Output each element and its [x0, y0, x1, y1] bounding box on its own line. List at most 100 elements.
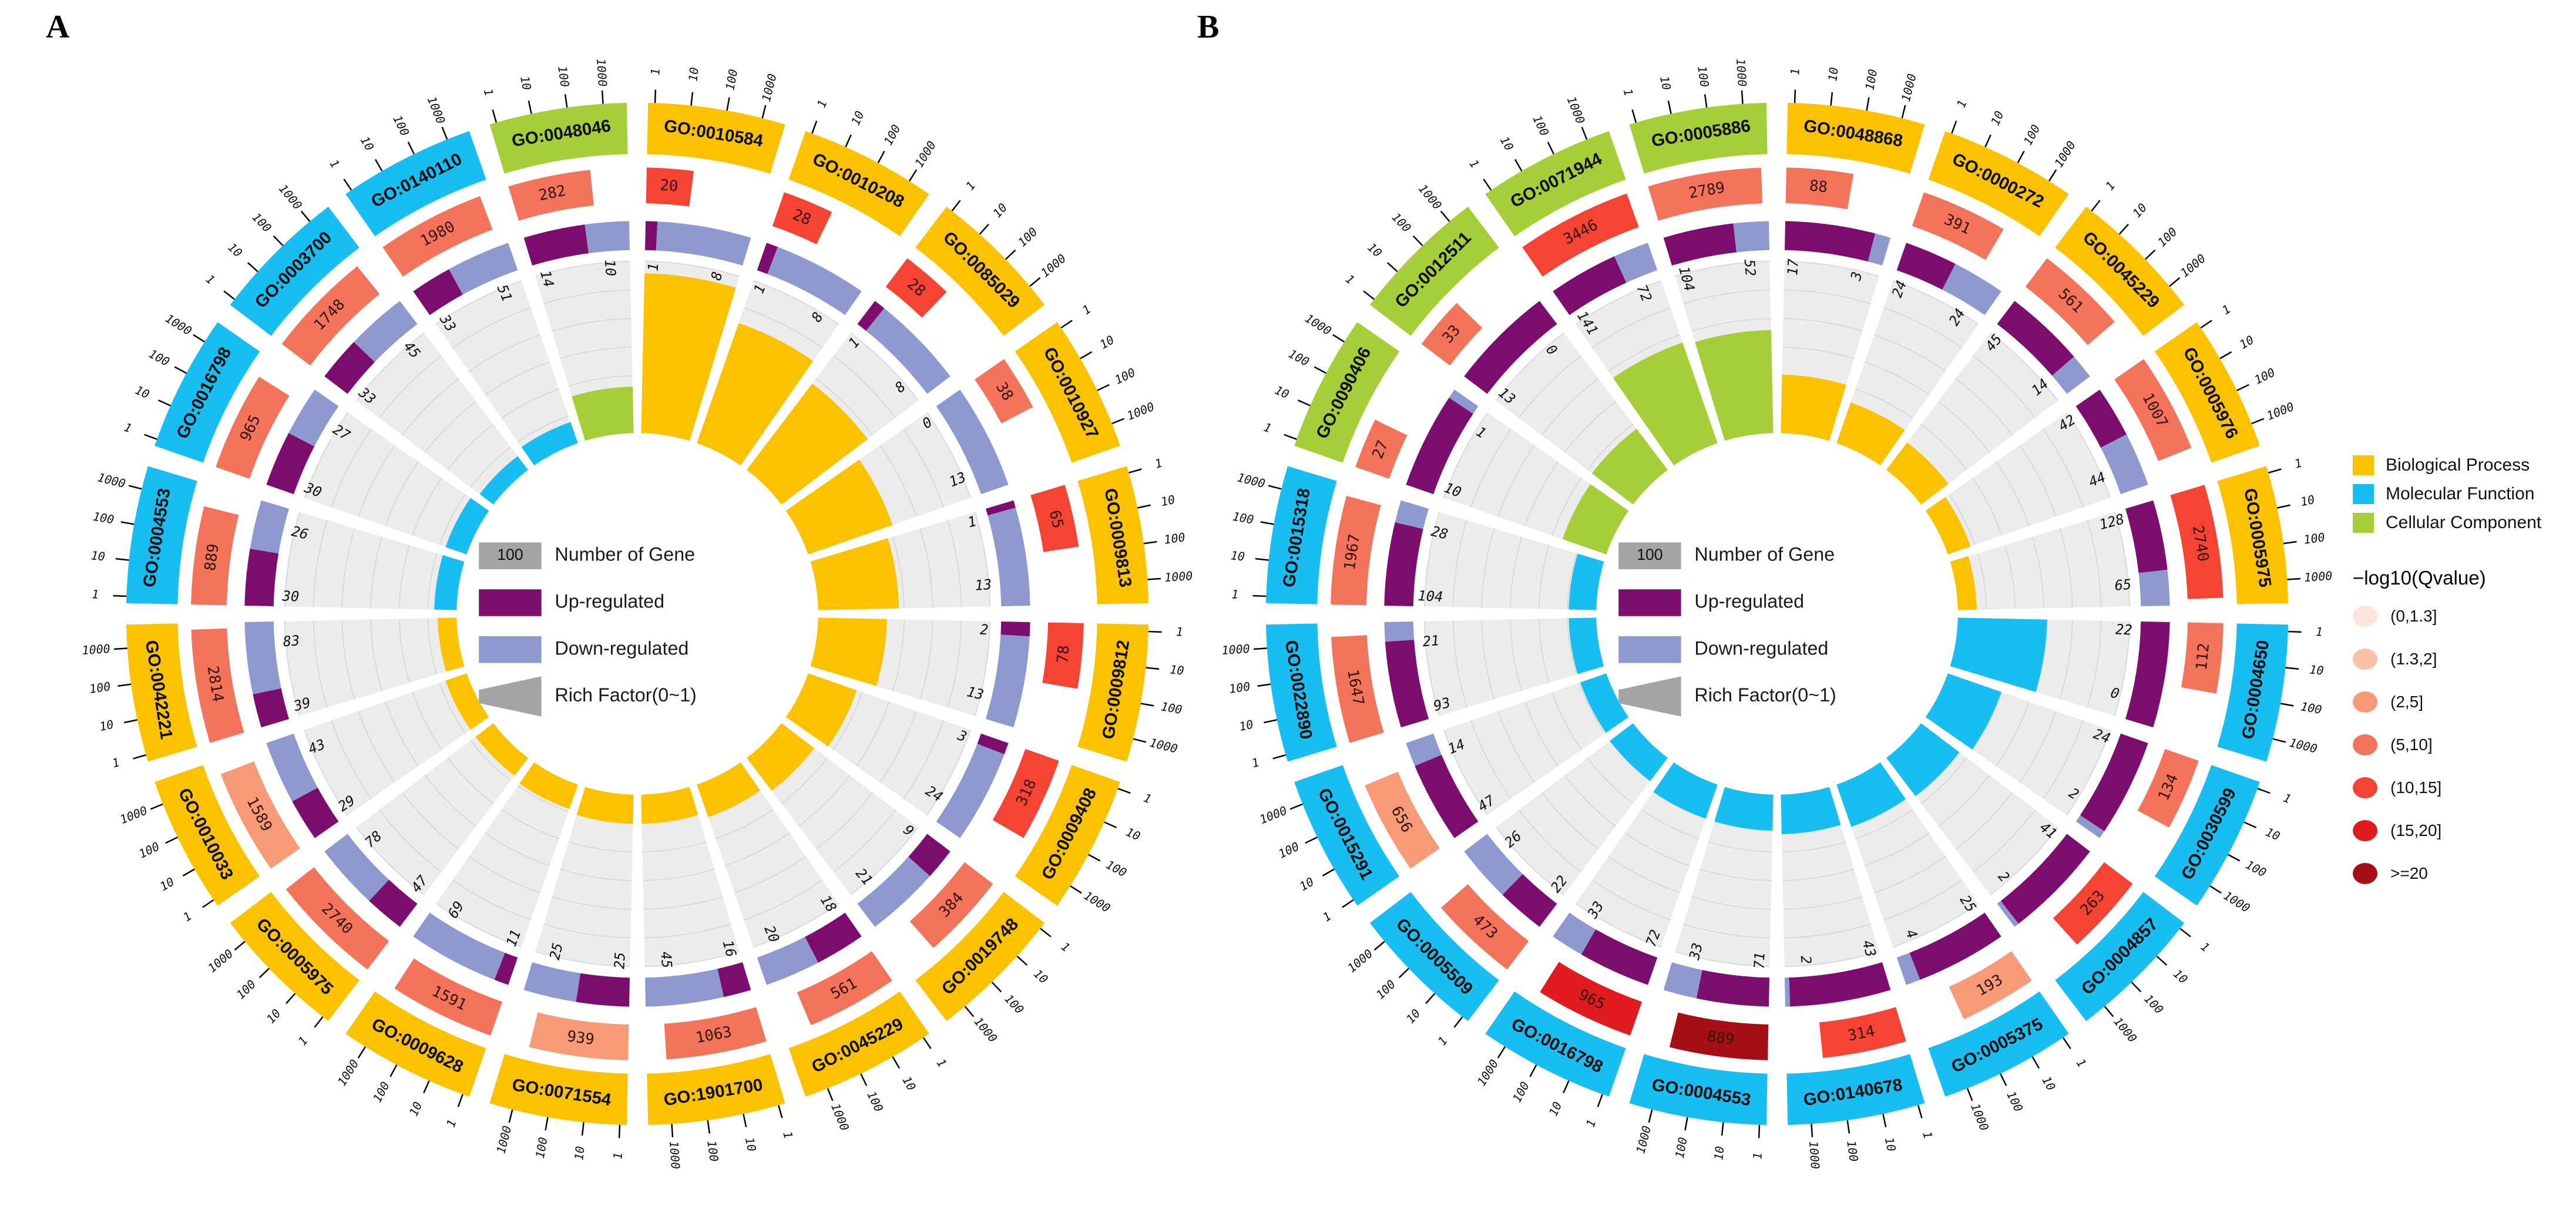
axis-tick [951, 200, 961, 211]
gridline-arc [2031, 536, 2044, 609]
axis-tick [117, 683, 132, 687]
axis-tick-label: 1 [780, 1130, 795, 1140]
qvalue-bin-dot-icon [2353, 734, 2377, 755]
axis-tick [2031, 1056, 2040, 1069]
down-regulated-arc [1942, 264, 2001, 315]
axis-tick-label: 1000 [2288, 735, 2319, 756]
axis-tick [2156, 955, 2168, 966]
track-border-arc [974, 512, 991, 607]
axis-tick [991, 982, 1002, 993]
axis-tick [528, 100, 532, 114]
axis-tick [2228, 854, 2241, 862]
gene-count-box [772, 192, 832, 244]
go-term-band [1265, 466, 1337, 604]
axis-tick [1648, 1109, 1653, 1123]
axis-tick [1425, 993, 1436, 1005]
rich-factor-track [356, 332, 528, 505]
rich-factor-bar [1569, 553, 1604, 610]
gridline-arc [424, 401, 476, 453]
up-count-label: 14 [537, 268, 557, 289]
rich-factor-bar [1886, 723, 1960, 797]
panel-a-label: A [46, 9, 70, 45]
rich-factor-bar [1610, 723, 1668, 781]
axis-tick-label: 10 [2237, 332, 2256, 352]
go-term-band [1015, 322, 1120, 463]
down-regulated-arc [1395, 500, 1429, 529]
axis-tick [671, 1124, 674, 1138]
down-count-label: 26 [290, 523, 310, 543]
up-count-label: 30 [281, 587, 300, 604]
down-regulated-arc [2075, 815, 2105, 838]
rich-factor-wedge-icon [479, 676, 542, 717]
track-border-arc [1575, 903, 1661, 948]
rich-factor-bar [1781, 374, 1846, 441]
axis-tick-label: 1 [2074, 1056, 2090, 1070]
track-border-arc [284, 512, 301, 607]
track-border-arc [535, 260, 630, 277]
axis-tick-label: 100 [2155, 224, 2180, 249]
axis-tick-label: 1000 [334, 1057, 361, 1088]
axis-tick-label: 100 [1862, 68, 1880, 92]
axis-tick-label: 1 [648, 68, 662, 76]
gridline-arc [401, 792, 459, 850]
rich-factor-track [1886, 332, 2058, 505]
axis-tick-label: 10 [1297, 875, 1316, 894]
axis-tick-label: 1 [1343, 271, 1357, 287]
number-of-gene-label: Number of Gene [1694, 544, 1835, 565]
up-regulated-arc [644, 221, 658, 251]
axis-tick [2000, 1073, 2007, 1086]
axis-tick-label: 10 [1657, 75, 1674, 91]
axis-tick [115, 557, 129, 561]
gridline-arc [919, 528, 933, 608]
gene-count-box [2025, 258, 2115, 345]
axis-tick-label: 1 [2219, 302, 2233, 318]
gridline-arc [331, 428, 372, 508]
rich-factor-track [304, 673, 489, 815]
up-regulated-arc [2125, 621, 2170, 728]
down-regulated-arc [1896, 952, 1920, 985]
rich-factor-bar [521, 422, 578, 466]
gridline-arc [1587, 424, 1634, 471]
track-border-arc [435, 280, 522, 325]
axis-tick [1029, 277, 1041, 287]
track-border-arc [644, 260, 740, 277]
up-regulated-arc [2075, 389, 2127, 448]
up-regulated-arc [253, 688, 290, 728]
axis-tick [860, 1073, 868, 1086]
track-border-arc [1443, 412, 1488, 498]
number-of-gene-swatch-icon [479, 542, 542, 569]
gridline-arc [398, 619, 410, 683]
qvalue-bin-row: (15,20] [2353, 820, 2573, 841]
axis-tick [1140, 703, 1154, 707]
gene-count-box [1030, 485, 1079, 552]
axis-tick-label: 10 [90, 548, 106, 563]
track-border-arc [1990, 332, 2058, 401]
rich-factor-bar [1836, 402, 1905, 466]
axis-tick-label: 10 [407, 1100, 425, 1118]
down-regulated-arc [585, 221, 630, 254]
down-count-label: 0 [2109, 684, 2121, 703]
up-regulated-arc [757, 243, 778, 274]
legend-category-label: Biological Process [2386, 455, 2530, 475]
panel-b-label: B [1197, 9, 1220, 45]
go-term-band [1485, 991, 1626, 1097]
axis-tick [979, 223, 989, 235]
down-regulated-arc [757, 936, 818, 985]
rich-factor-bar [641, 273, 736, 441]
gridline-arc [470, 446, 511, 488]
gridline-arc [378, 809, 442, 873]
gridline-arc [1608, 856, 1680, 893]
axis-tick [286, 993, 296, 1005]
axis-tick [1846, 1120, 1850, 1134]
gridline-arc [903, 720, 944, 800]
gridline-arc [815, 378, 874, 436]
axis-tick [2287, 577, 2301, 580]
qvalue-bin-dot-icon [2353, 691, 2377, 713]
gridline-arc [1865, 361, 1930, 395]
gridline-arc [447, 757, 494, 804]
gene-count-box [1042, 622, 1084, 689]
up-count-label: 17 [1784, 258, 1801, 276]
qvalue-bin-label: >=20 [2390, 864, 2428, 882]
down-regulated-arc [244, 621, 281, 694]
axis-tick-label: 1 [1788, 68, 1802, 76]
